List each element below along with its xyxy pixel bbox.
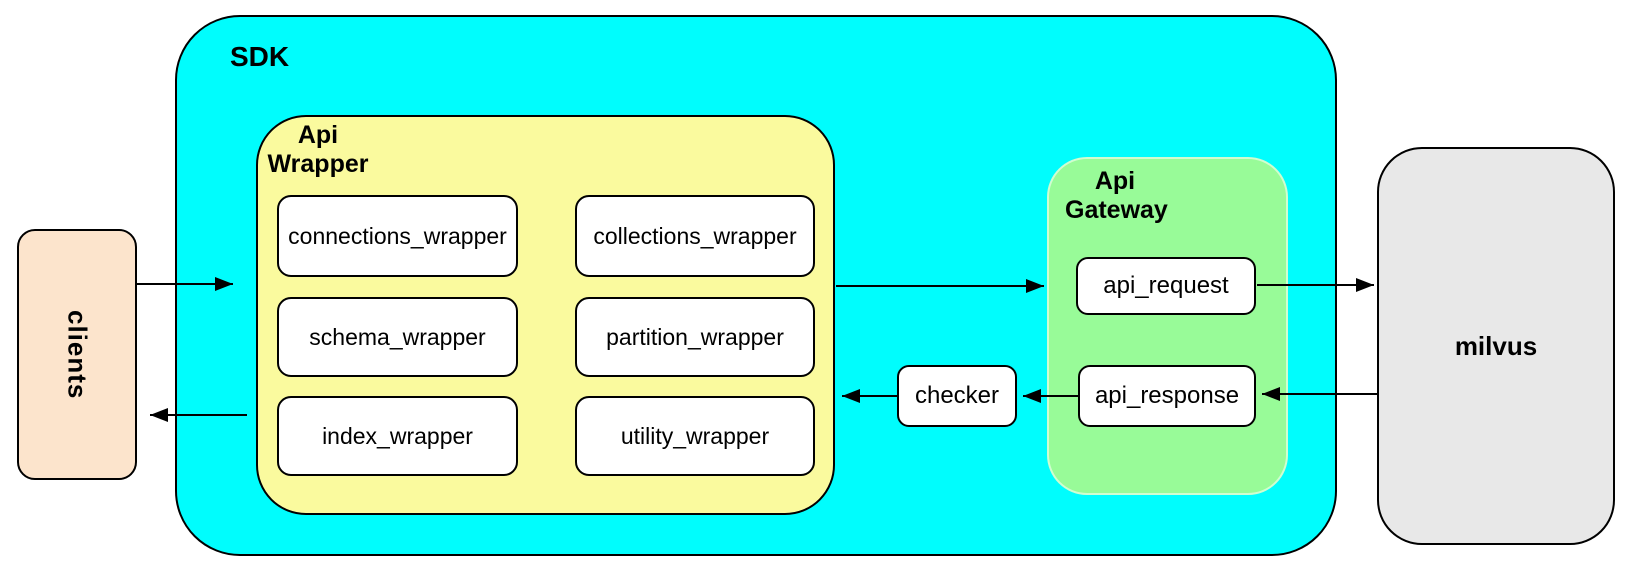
api-gateway-container xyxy=(1047,157,1288,495)
clients-node: clients xyxy=(17,229,137,480)
wrapper-box-partition: partition_wrapper xyxy=(575,297,815,377)
wrapper-box-utility: utility_wrapper xyxy=(575,396,815,476)
wrapper-box-collections: collections_wrapper xyxy=(575,195,815,277)
milvus-label: milvus xyxy=(1454,330,1538,361)
api-wrapper-title: Api Wrapper xyxy=(262,121,374,179)
api-wrapper-title-line2: Wrapper xyxy=(267,150,369,178)
api-gateway-title: Api Gateway xyxy=(1065,167,1168,225)
api-gateway-title-line2: Gateway xyxy=(1065,196,1168,224)
api-response-node: api_response xyxy=(1078,365,1256,427)
api-wrapper-title-line1: Api xyxy=(297,121,339,149)
api-request-node: api_request xyxy=(1076,257,1256,315)
sdk-label: SDK xyxy=(230,41,290,72)
wrapper-box-index: index_wrapper xyxy=(277,396,518,476)
wrapper-box-schema: schema_wrapper xyxy=(277,297,518,377)
milvus-node: milvus xyxy=(1377,147,1615,545)
clients-label: clients xyxy=(62,309,93,400)
wrapper-box-connections: connections_wrapper xyxy=(277,195,518,277)
api-gateway-title-line1: Api xyxy=(1094,167,1136,195)
checker-node: checker xyxy=(897,365,1017,427)
